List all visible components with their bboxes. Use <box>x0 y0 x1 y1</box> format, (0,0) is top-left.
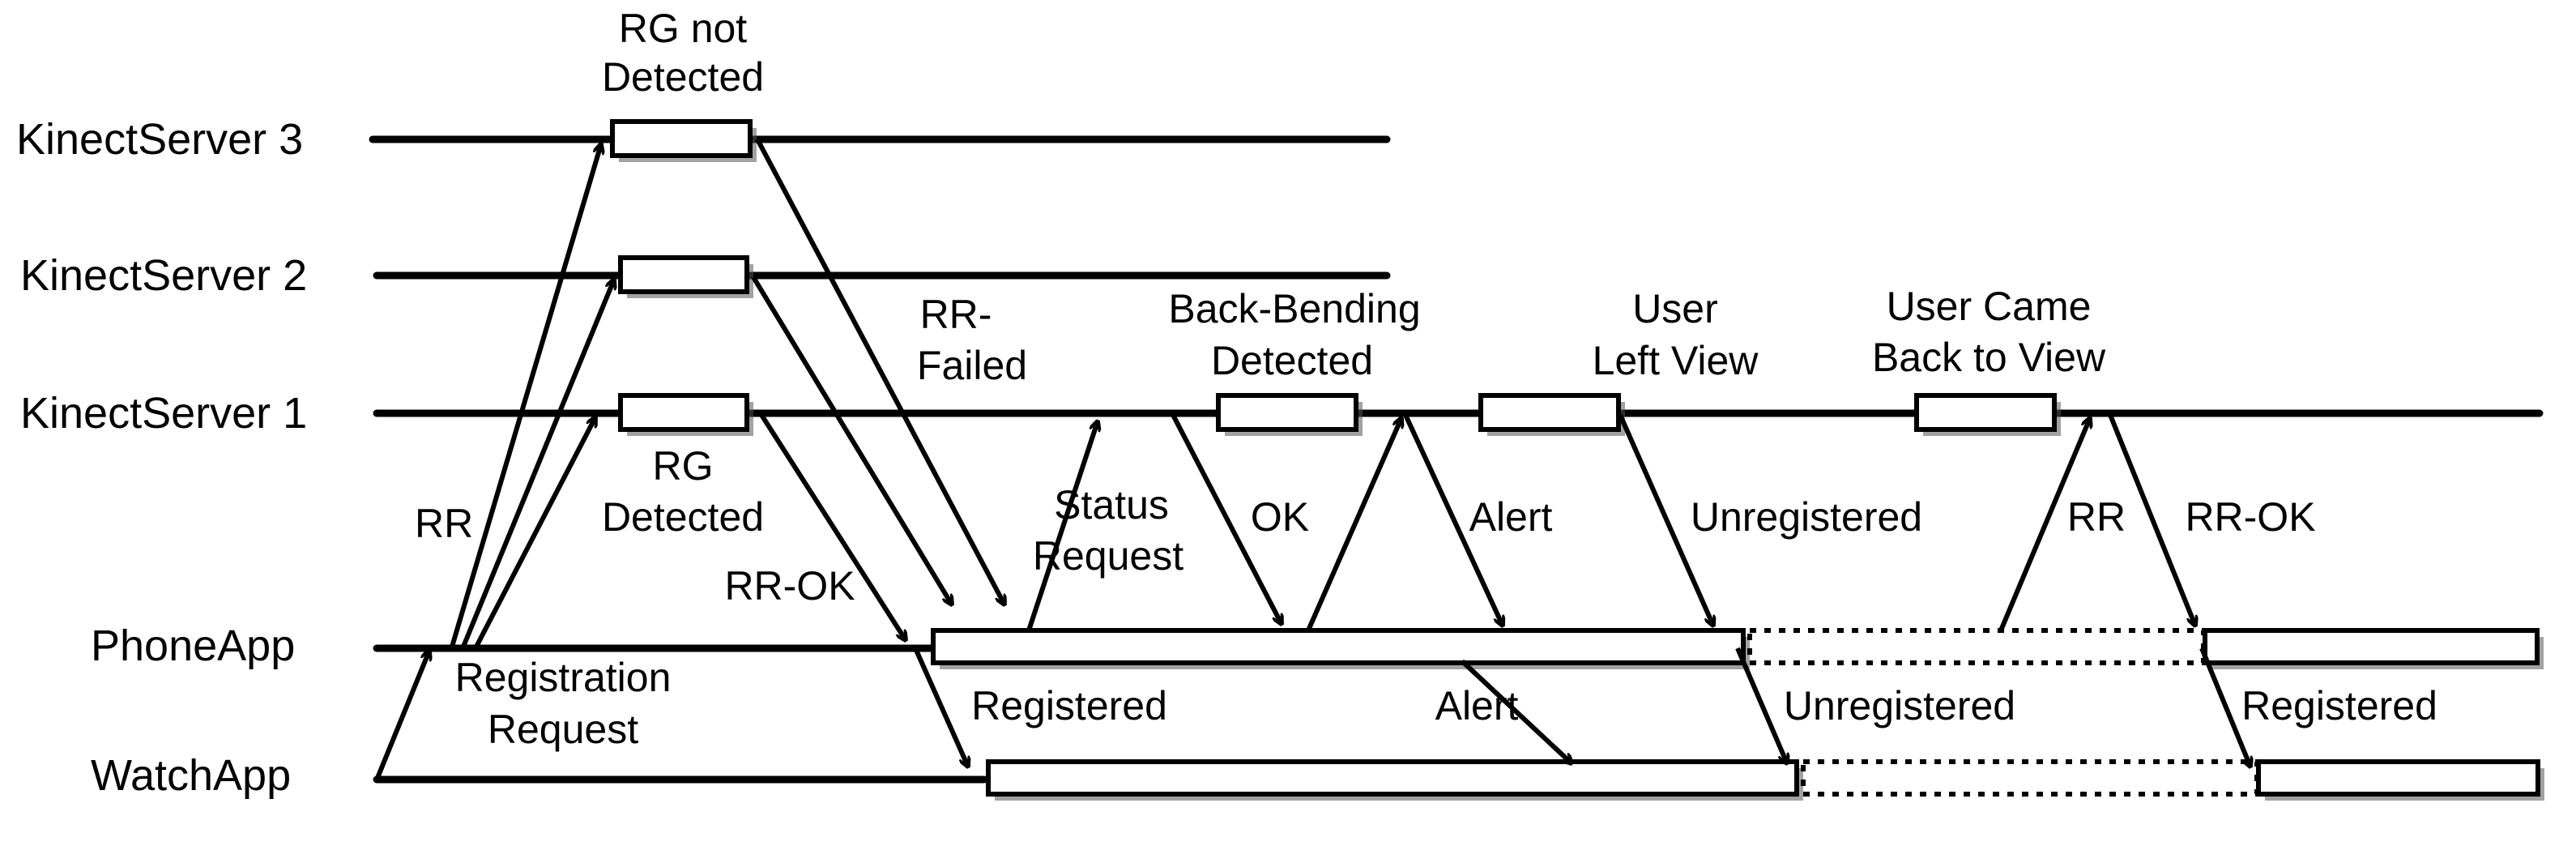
label-ok: OK <box>1251 494 1309 540</box>
label-rr-2: RR <box>2067 494 2126 540</box>
watch-registered-bar <box>986 759 1799 797</box>
phone-reregistered-bar <box>2203 628 2540 665</box>
label-status-request-1: Status <box>1054 482 1169 528</box>
arrow-rr-ok-return <box>2108 413 2195 626</box>
kinect1-backbend-box <box>1216 393 1358 432</box>
label-user-came-back-1: User Came <box>1887 284 2092 329</box>
phone-unregistered-bar <box>1747 628 2206 665</box>
label-registered-watch-2: Registered <box>2241 683 2437 728</box>
kinect1-rg-box <box>618 393 749 432</box>
arrow-rr-failed-kinect3 <box>755 138 1004 605</box>
kinect3-rg-box <box>610 119 753 158</box>
label-user-came-back-2: Back to View <box>1872 335 2106 380</box>
label-user-left-1: User <box>1632 286 1718 331</box>
lane-label-kinect1: KinectServer 1 <box>20 389 307 438</box>
lane-label-kinect2: KinectServer 2 <box>20 251 307 300</box>
label-rr-failed-2: Failed <box>917 343 1027 388</box>
arrow-ok <box>1171 413 1282 624</box>
label-registration-request-1: Registration <box>455 655 672 700</box>
arrow-registered-watch <box>913 647 968 767</box>
label-registered-watch: Registered <box>971 683 1167 728</box>
arrow-rr-ok <box>759 413 906 640</box>
label-registration-request-2: Request <box>488 707 638 752</box>
arrow-rr-failed-kinect2 <box>751 276 952 605</box>
arrow-rr-kinect3 <box>450 144 601 647</box>
kinect2-rg-box <box>618 255 749 294</box>
kinect1-usercame-box <box>1914 393 2057 432</box>
label-rg-not-detected-1: RG not <box>619 6 748 51</box>
label-alert-watch: Alert <box>1435 683 1519 728</box>
label-back-bending-1: Back-Bending <box>1168 286 1420 331</box>
arrow-unregistered-watch <box>1735 647 1787 763</box>
label-user-left-2: Left View <box>1593 338 1759 383</box>
arrow-watch-to-phone <box>375 651 429 780</box>
watch-reregistered-bar <box>2256 759 2540 797</box>
label-rg-not-detected-2: Detected <box>602 54 764 100</box>
arrow-rr-return <box>1998 418 2090 632</box>
kinect1-userleft-box <box>1478 393 1621 432</box>
phone-registered-bar <box>931 628 1746 665</box>
arrow-rr-kinect1 <box>474 417 595 648</box>
arrow-registered-watch-2 <box>2199 647 2250 767</box>
lane-label-phone: PhoneApp <box>91 622 295 670</box>
lane-label-watch: WatchApp <box>91 751 291 800</box>
label-rg-detected-2: Detected <box>602 494 764 540</box>
arrow-alert-watch <box>1460 659 1572 763</box>
label-status-request-2: Request <box>1033 533 1184 579</box>
label-rr-failed-1: RR- <box>920 292 992 337</box>
watch-unregistered-bar <box>1801 759 2259 797</box>
label-rg-detected-1: RG <box>653 443 714 489</box>
label-alert-phone: Alert <box>1469 494 1553 540</box>
arrow-status-request <box>1026 421 1098 631</box>
arrow-rr-kinect2 <box>461 280 614 648</box>
label-back-bending-2: Detected <box>1211 338 1373 383</box>
arrow-alert-phone <box>1403 413 1503 626</box>
lane-label-kinect3: KinectServer 3 <box>16 115 303 164</box>
label-unregistered-phone: Unregistered <box>1691 494 1922 540</box>
label-rr-ok: RR-OK <box>724 563 855 609</box>
label-rr: RR <box>415 501 473 546</box>
label-unregistered-watch: Unregistered <box>1784 683 2015 728</box>
arrow-back-bending <box>1306 418 1401 632</box>
label-rr-ok-2: RR-OK <box>2185 494 2315 540</box>
arrow-unregistered-phone <box>1618 413 1713 626</box>
